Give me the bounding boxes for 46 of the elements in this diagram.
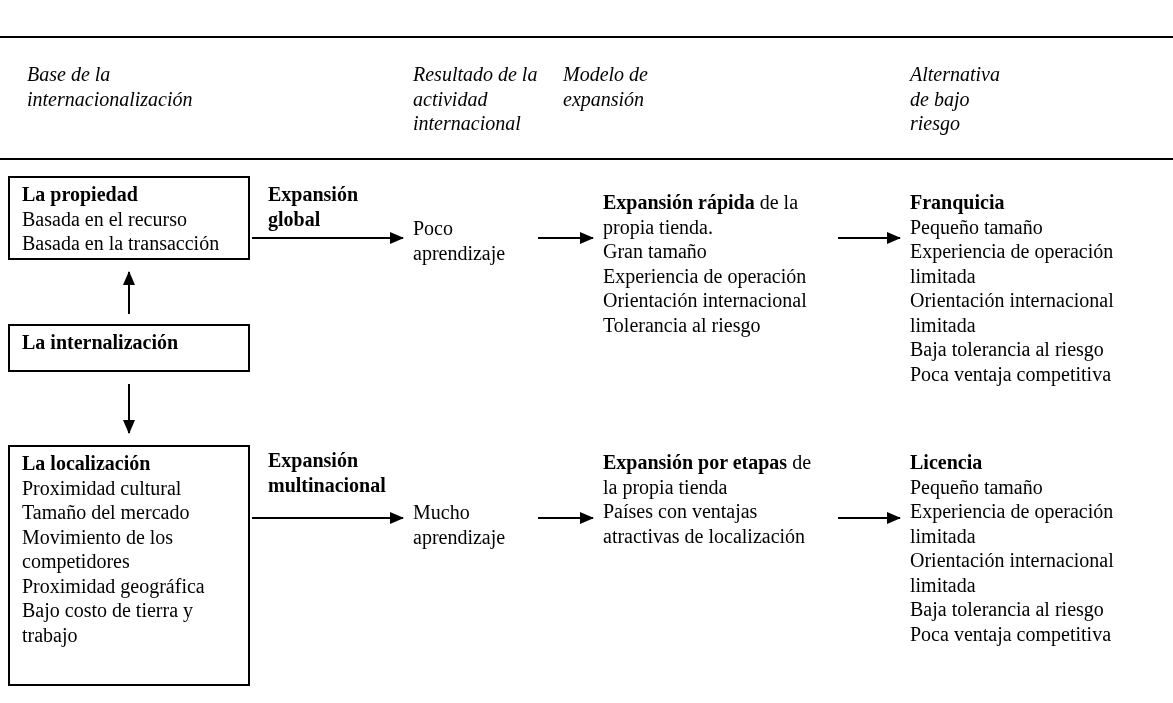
arrow — [251, 512, 404, 524]
text-line: Baja tolerancia al riesgo — [910, 597, 1105, 622]
text-line: Tamaño del mercado — [22, 500, 191, 525]
arrow — [251, 232, 404, 244]
column-header: Resultado de la actividad internacional — [413, 62, 539, 136]
text-line: Países con ventajas atractivas de localización — [603, 499, 807, 548]
text-line: Poca ventaja competitiva — [910, 621, 1113, 646]
text-line: Expansión por etapas de la propia tienda — [603, 450, 813, 499]
arrow — [537, 232, 594, 244]
arrow — [837, 512, 901, 524]
text-line: Basada en el recurso — [22, 206, 188, 231]
text-line: Tolerancia al riesgo — [603, 312, 762, 337]
column-header: Modelo de expansión — [563, 62, 649, 111]
arrow — [837, 232, 901, 244]
text-line: Poca ventaja competitiva — [910, 361, 1113, 386]
text-line: Orientación internacional limitada — [910, 288, 1115, 337]
concept-box — [8, 324, 250, 372]
text-line: Gran tamaño — [603, 239, 708, 264]
text-line: Orientación internacional limitada — [910, 548, 1115, 597]
text-line: Orientación internacional — [603, 288, 808, 313]
concept-box — [8, 445, 250, 686]
arrow — [537, 512, 594, 524]
text-line: Movimiento de los competidores — [22, 524, 175, 574]
text-line: Experiencia de operación limitada — [910, 239, 1115, 288]
column-header: Alternativa de bajo riesgo — [910, 62, 1001, 136]
text-line: Proximidad cultural — [22, 475, 183, 500]
text-line: Experiencia de operación limitada — [910, 499, 1115, 548]
text-line: Proximidad geográfica — [22, 573, 206, 598]
heading: La localización — [22, 451, 152, 476]
text-line: Pequeño tamaño — [910, 474, 1044, 499]
text-line: Mucho aprendizaje — [413, 500, 507, 549]
concept-box — [8, 176, 250, 260]
column-header: Base de la internacionalización — [27, 62, 194, 111]
text-line: Expansión rápida de la propia tienda. — [603, 190, 800, 239]
heading: Franquicia — [910, 190, 1006, 215]
text-line: Pequeño tamaño — [910, 214, 1044, 239]
text-line: Experiencia de operación — [603, 263, 808, 288]
text-line: Basada en la transacción — [22, 231, 221, 256]
heading: Licencia — [910, 450, 984, 475]
heading: La propiedad — [22, 182, 139, 207]
arrow — [123, 271, 135, 315]
text-line: Poco aprendizaje — [413, 216, 507, 265]
text-line: Bajo costo de tierra y trabajo — [22, 598, 195, 647]
text-line: Baja tolerancia al riesgo — [910, 337, 1105, 362]
arrow — [123, 383, 135, 434]
heading: La internalización — [22, 330, 180, 355]
